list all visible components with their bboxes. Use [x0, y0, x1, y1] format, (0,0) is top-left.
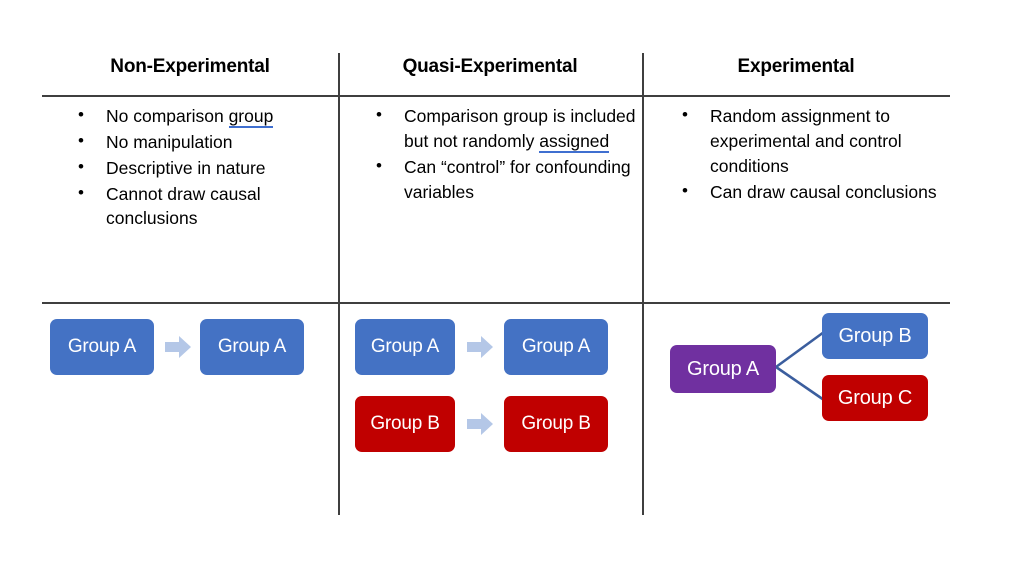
bullet-text: No comparison group [106, 106, 274, 128]
block-arrow-right-icon [466, 334, 494, 360]
bullet-list-experimental: Random assignment to experimental and co… [678, 103, 948, 205]
bullet-text: Can “control” for confounding variables [404, 156, 631, 202]
column-divider-2 [642, 53, 644, 515]
bullet-text: Can draw causal conclusions [710, 181, 937, 202]
group-box-quasi-a-pre: Group A [355, 319, 455, 375]
group-box-exp-branch-b: Group B [822, 313, 928, 359]
column-header-non-experimental: Non-Experimental [110, 56, 270, 77]
bullet-text: Cannot draw causal conclusions [106, 183, 261, 229]
group-box-exp-branch-c: Group C [822, 375, 928, 421]
spellcheck-underlined-word: assigned [539, 130, 610, 153]
list-item: Descriptive in nature [74, 155, 336, 181]
bullet-text: Descriptive in nature [106, 157, 266, 178]
group-box-nonexp-post: Group A [200, 319, 304, 375]
section-divider-rule [42, 302, 950, 304]
column-header-quasi-experimental: Quasi-Experimental [402, 56, 578, 77]
list-item: Can draw causal conclusions [678, 179, 948, 205]
group-box-quasi-b-post: Group B [504, 396, 608, 452]
column-divider-1 [338, 53, 340, 515]
branch-connector-lines [775, 330, 825, 402]
bullet-list-quasi-experimental: Comparison group is included but not ran… [372, 103, 640, 205]
list-item: Can “control” for confounding variables [372, 154, 640, 205]
bullet-text: No manipulation [106, 131, 233, 152]
bullet-text: Comparison group is included but not ran… [404, 106, 636, 153]
list-item: Cannot draw causal conclusions [74, 181, 336, 232]
group-box-quasi-a-post: Group A [504, 319, 608, 375]
list-item: No manipulation [74, 129, 336, 155]
bullet-list-non-experimental: No comparison group No manipulation Desc… [74, 103, 336, 232]
group-box-exp-source: Group A [670, 345, 776, 393]
list-item: Comparison group is included but not ran… [372, 103, 640, 154]
column-header-experimental: Experimental [737, 56, 855, 77]
header-divider-rule [42, 95, 950, 97]
group-box-nonexp-pre: Group A [50, 319, 154, 375]
list-item: Random assignment to experimental and co… [678, 103, 948, 179]
block-arrow-right-icon [164, 334, 192, 360]
group-box-quasi-b-pre: Group B [355, 396, 455, 452]
block-arrow-right-icon [466, 411, 494, 437]
spellcheck-underlined-word: group [228, 106, 274, 128]
list-item: No comparison group [74, 103, 336, 129]
bullet-text: Random assignment to experimental and co… [710, 106, 902, 176]
